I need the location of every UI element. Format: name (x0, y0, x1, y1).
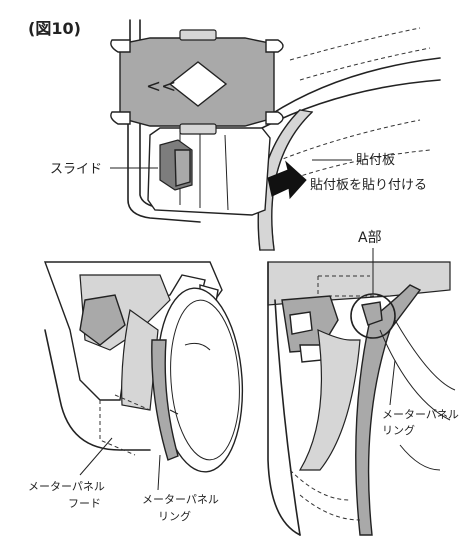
arrow-right-icon (267, 160, 307, 200)
slide-label: スライド (50, 162, 102, 177)
hood-label-line1: メーターパネル (28, 480, 105, 493)
top-panel: << (110, 19, 441, 251)
ring-bottom-label-line2: リング (158, 509, 191, 523)
ring-bottom-label-line1: メーターパネル (142, 493, 219, 506)
slide-part (159, 139, 193, 191)
phone-holder: << (110, 29, 284, 135)
sticker-plate-label: 貼付板 (356, 153, 395, 168)
bottom-right-panel (267, 248, 456, 536)
attach-plate-label: 貼付板を貼り付ける (310, 178, 427, 193)
holder-diamond (168, 61, 228, 107)
figure-label: (図10) (28, 19, 81, 38)
double-chevron-left-icon: << (146, 76, 176, 97)
hood-label-line2: フード (68, 497, 101, 510)
part-a-label: A部 (358, 230, 382, 246)
ring-right-label-line1: メーターパネル (382, 408, 459, 421)
ring-right-label-line2: リング (382, 423, 415, 437)
bottom-left-panel (43, 261, 244, 491)
